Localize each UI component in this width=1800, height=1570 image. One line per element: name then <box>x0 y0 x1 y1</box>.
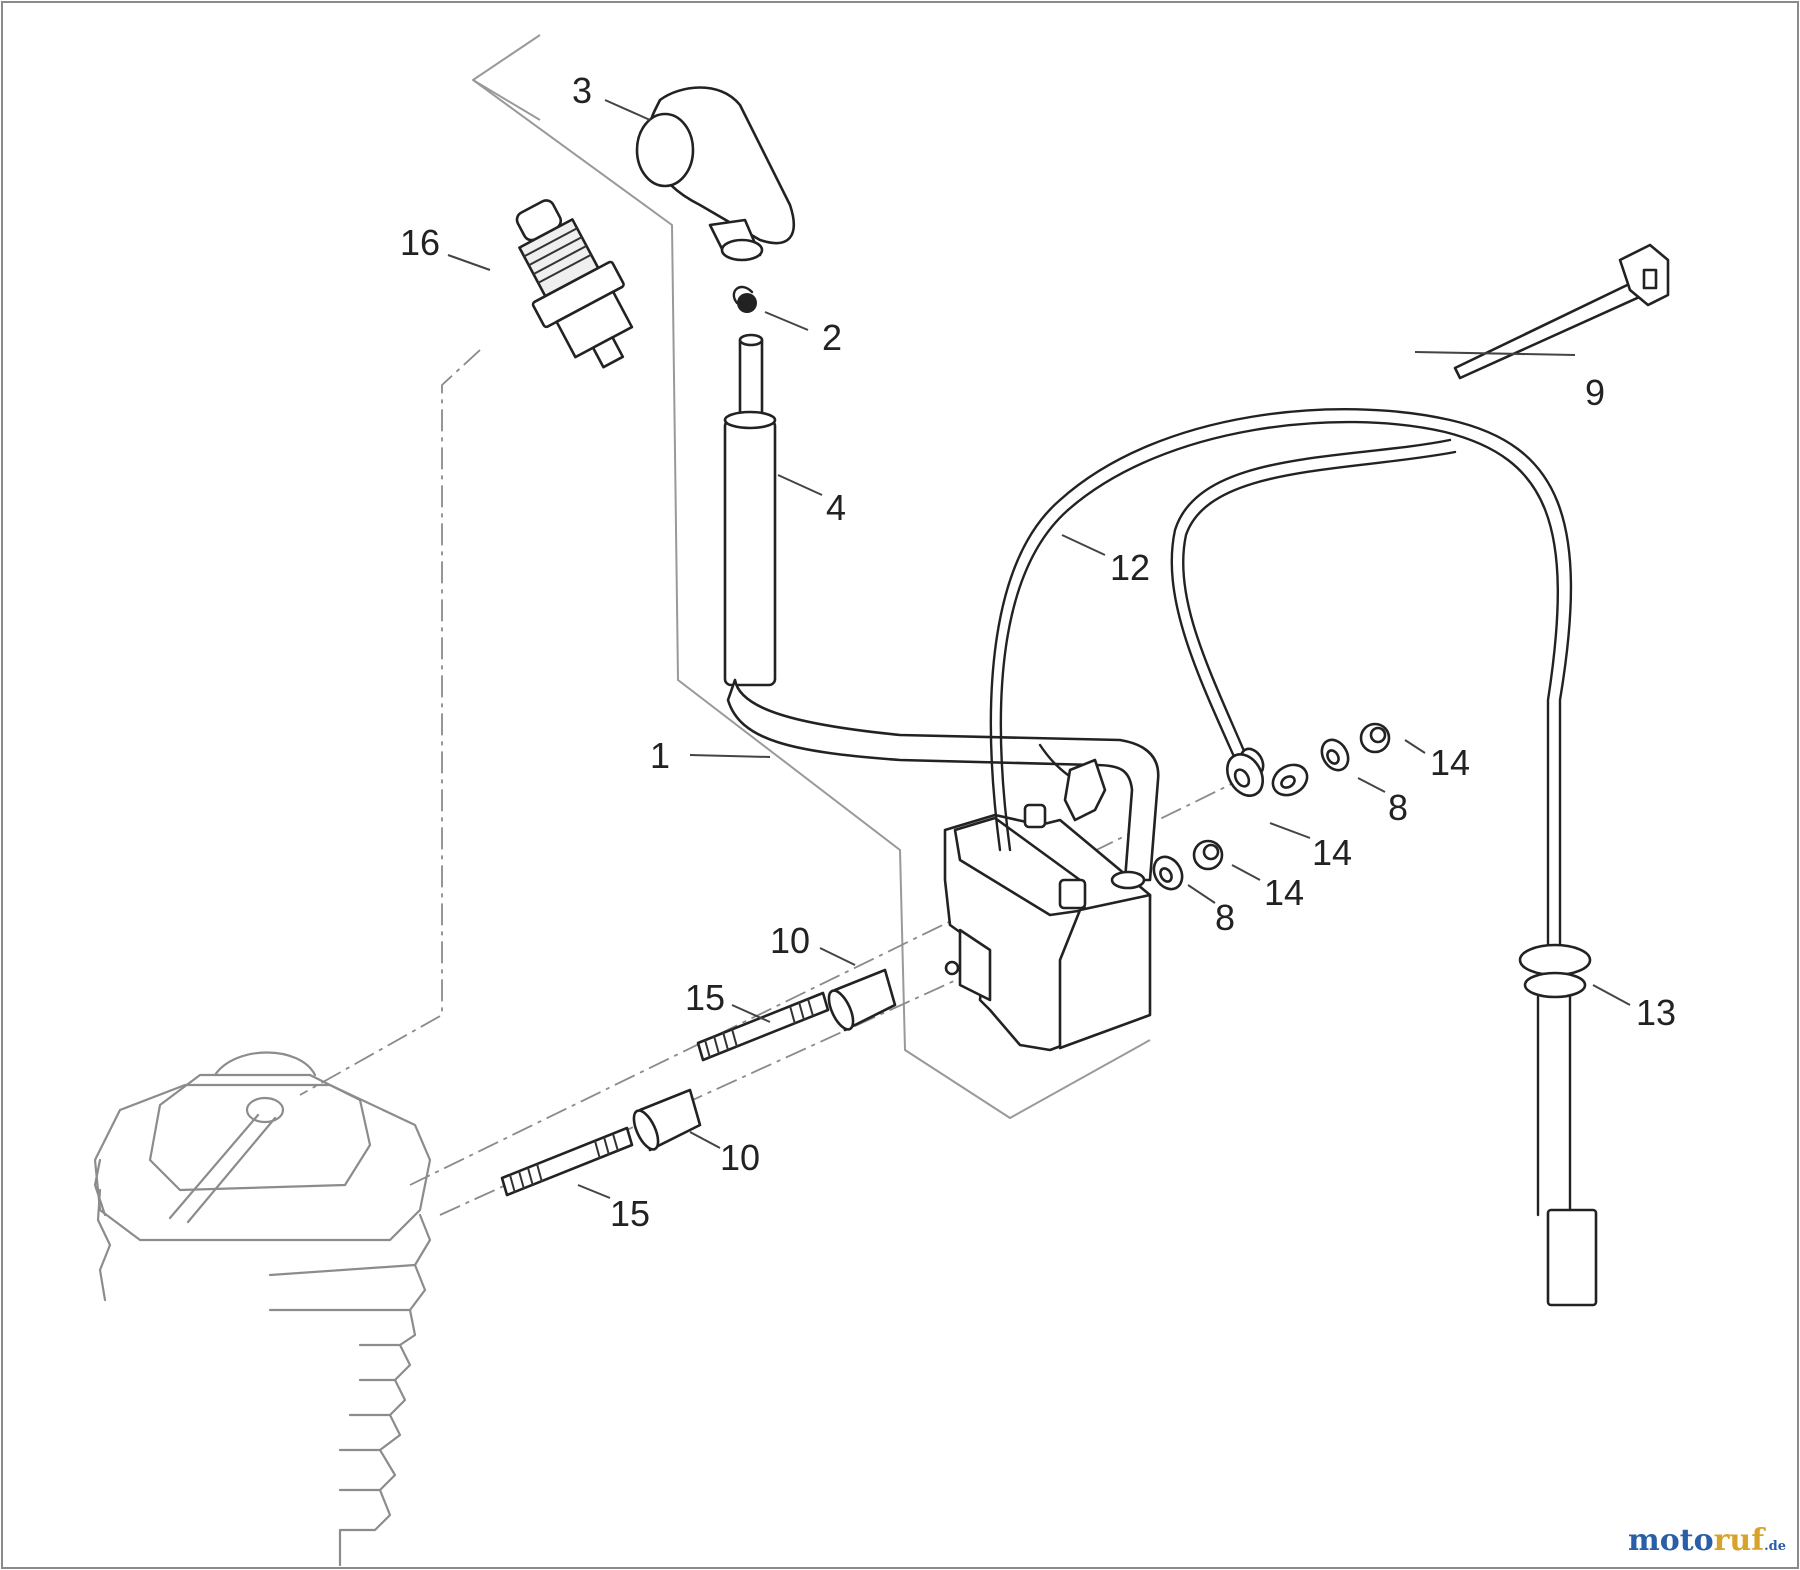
mounting-alignment-line-lower <box>439 959 1001 1216</box>
watermark-tld: .de <box>1764 1539 1786 1554</box>
callout-8-upper: 8 <box>1388 787 1408 828</box>
cable-tie-part <box>1453 243 1670 380</box>
spark-plug-part <box>515 199 634 369</box>
callout-13: 14 <box>1312 832 1352 873</box>
callout-15-lower: 15 <box>610 1193 650 1234</box>
callout-1: 1 <box>650 735 670 776</box>
spacer-sleeve-part-lower <box>632 1088 702 1152</box>
ignition-module-part <box>943 743 1152 1052</box>
leader-line-2 <box>764 311 809 331</box>
leader-line-14a <box>1404 739 1426 754</box>
leader-line-14b <box>1231 864 1261 881</box>
callout-15-upper: 15 <box>685 977 725 1018</box>
leader-line-13 <box>1269 822 1311 839</box>
callout-3: 3 <box>572 70 592 111</box>
nut-part-lower <box>1192 839 1224 871</box>
leader-line-9 <box>1414 351 1576 356</box>
callout-14-upper: 14 <box>1430 742 1470 783</box>
leader-line-11 <box>1061 534 1106 556</box>
stud-bolt-part-upper <box>696 991 830 1062</box>
engine-cylinder <box>93 1051 432 1567</box>
nut-part <box>1359 722 1391 754</box>
grommet-part <box>1518 943 1598 1307</box>
washer-part <box>1226 753 1264 797</box>
callout-10-upper: 10 <box>770 920 810 961</box>
spark-plug-boot-part <box>635 86 795 262</box>
watermark-part2: ruf <box>1713 1523 1765 1558</box>
callout-12: 13 <box>1636 992 1676 1033</box>
spark-plug-alignment-line <box>299 349 481 1096</box>
ignition-cable-part <box>723 333 1160 882</box>
callout-8-lower: 8 <box>1215 897 1235 938</box>
callout-10-lower: 10 <box>720 1137 760 1178</box>
leader-line-10b <box>689 1131 721 1149</box>
leader-line-3 <box>604 99 651 121</box>
assembly-boundary-outline <box>472 34 1151 1119</box>
grounding-washer-part <box>1271 763 1309 797</box>
leader-line-8a <box>1357 777 1386 793</box>
leader-line-1 <box>689 754 771 758</box>
callout-16: 16 <box>400 222 440 263</box>
stud-bolt-part-lower <box>500 1126 634 1197</box>
boundary-edge <box>472 79 541 121</box>
leader-line-15b <box>577 1184 611 1199</box>
watermark-part1: moto <box>1627 1523 1714 1558</box>
callout-9: 9 <box>1585 372 1605 413</box>
spacer-sleeve-part-upper <box>827 968 897 1032</box>
lock-washer-part <box>1320 738 1350 772</box>
lock-washer-part-lower <box>1152 855 1184 891</box>
leader-line-10a <box>819 947 856 966</box>
contact-spring-part <box>732 285 757 313</box>
leader-line-16 <box>447 254 491 271</box>
watermark-logo: motoruf.de <box>1628 1523 1786 1558</box>
callout-14-lower: 14 <box>1264 872 1304 913</box>
mounting-alignment-line-upper <box>409 774 1251 1186</box>
leader-line-8b <box>1187 884 1216 904</box>
leader-line-15a <box>731 1004 771 1023</box>
leader-line-12 <box>1592 984 1631 1006</box>
callout-11: 12 <box>1110 547 1150 588</box>
callout-4: 4 <box>826 487 846 528</box>
callout-2: 2 <box>822 317 842 358</box>
leader-line-4 <box>777 474 823 496</box>
